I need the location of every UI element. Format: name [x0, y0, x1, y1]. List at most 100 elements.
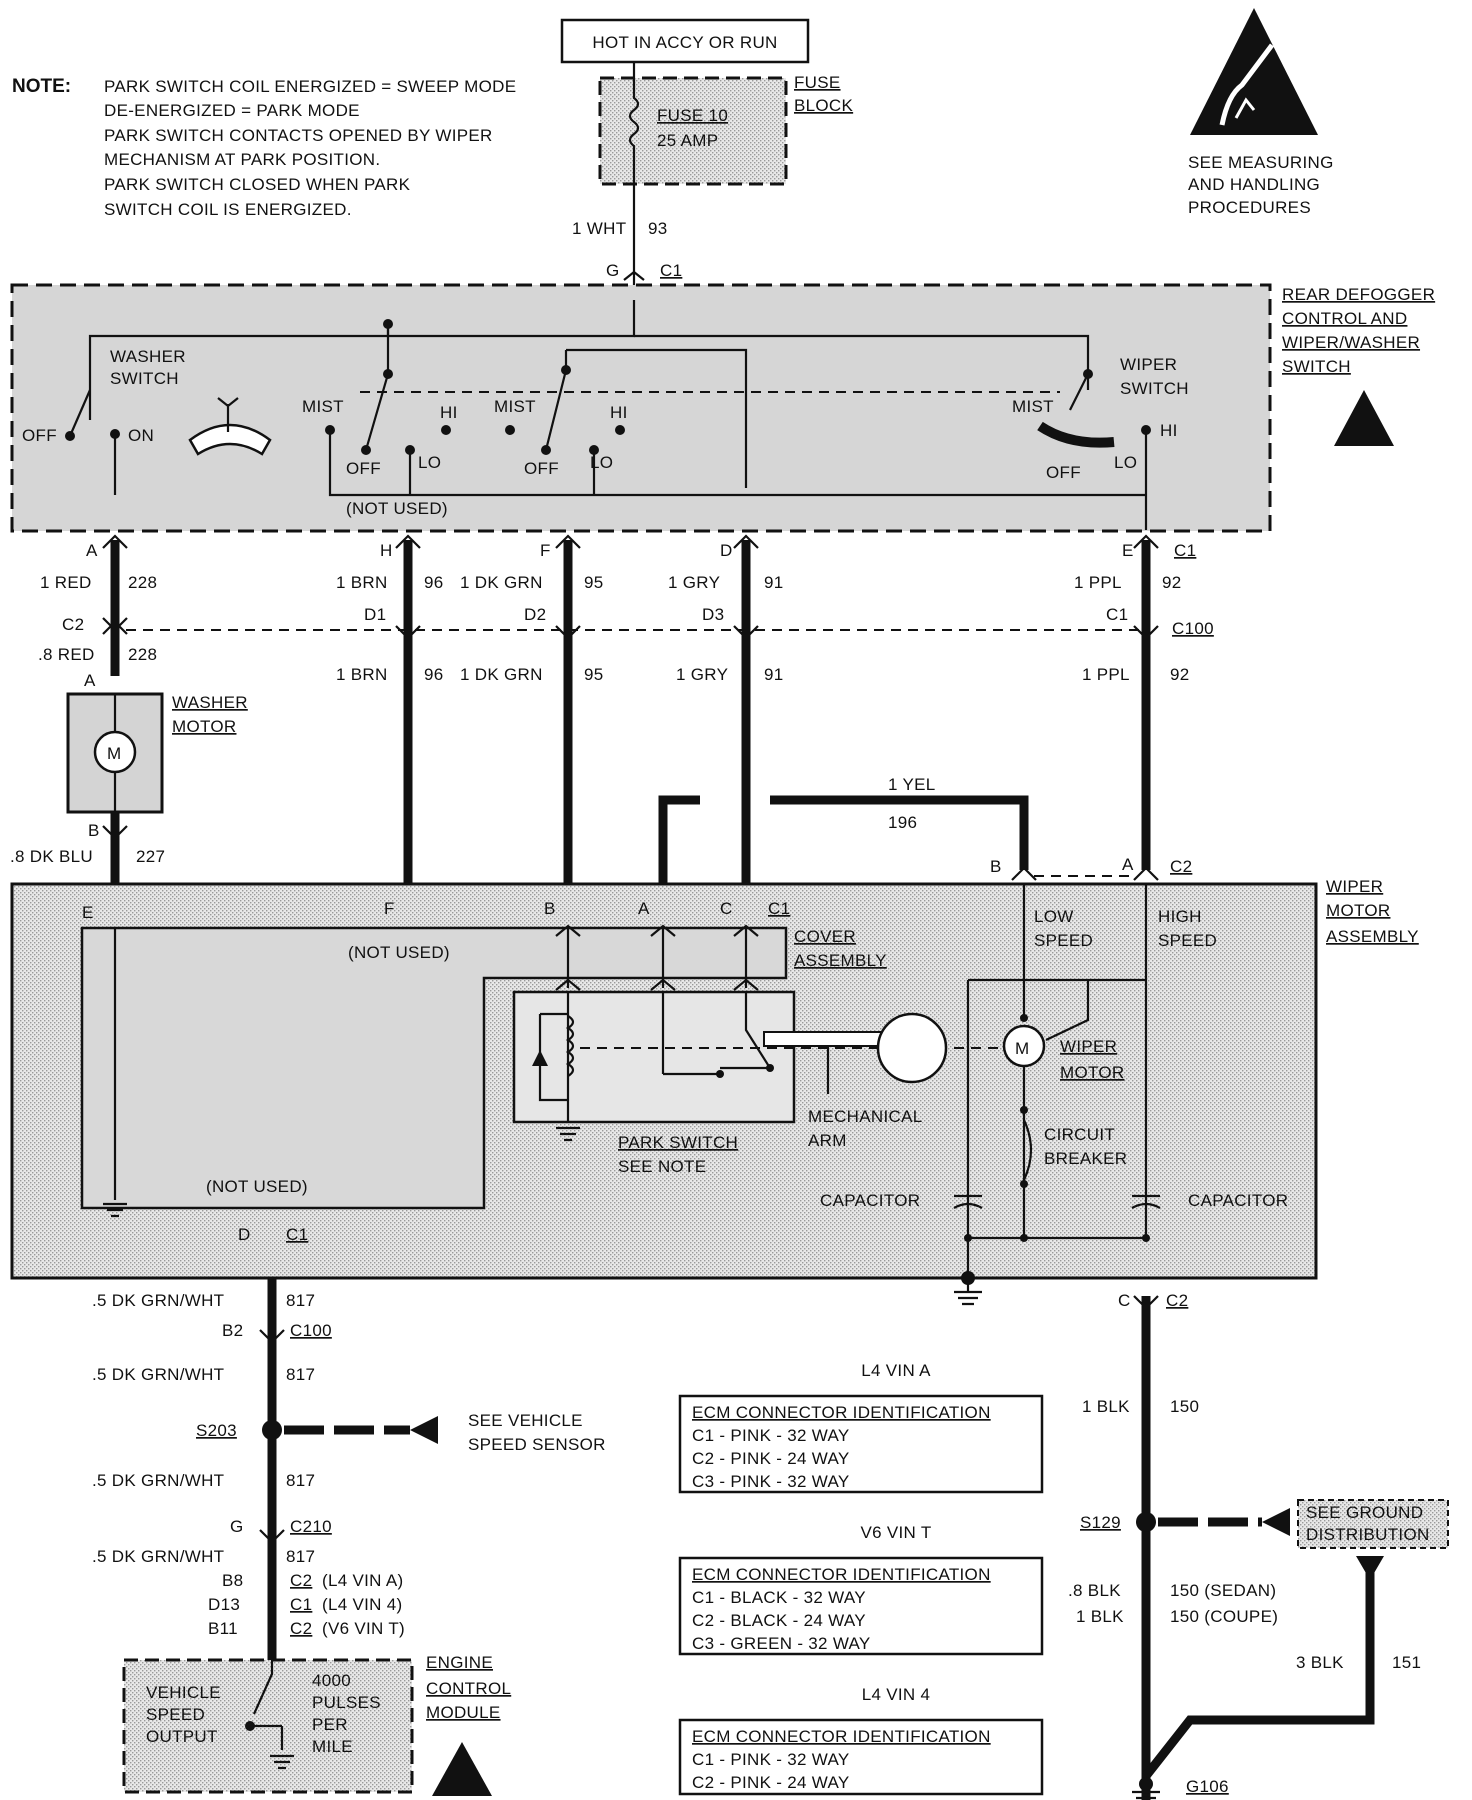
wire-circuit: 91 [764, 573, 784, 592]
circuit-breaker-icon [1023, 1119, 1033, 1181]
fuse-name: FUSE 10 [657, 106, 728, 125]
conn-label: C1 [768, 899, 790, 918]
note-line: PARK SWITCH CONTACTS OPENED BY WIPER [104, 126, 493, 145]
note-line: PARK SWITCH COIL ENERGIZED = SWEEP MODE [104, 77, 516, 96]
switch-pos-off: OFF [1046, 463, 1081, 482]
wire-circuit: 196 [888, 813, 917, 832]
reference-arrow-icon [410, 1416, 438, 1444]
park-switch-label: SEE NOTE [618, 1157, 706, 1176]
wire-color: 1 DK GRN [460, 573, 543, 592]
table-row: C2 - PINK - 24 WAY [692, 1449, 850, 1468]
pin-label: E [1122, 541, 1134, 560]
switch-contacts [65, 319, 1151, 455]
ecm-title: CONTROL [426, 1679, 511, 1698]
esd-warning-icon [1190, 8, 1318, 135]
table-row: C1 - PINK - 32 WAY [692, 1426, 850, 1445]
conn-label: C2 [1166, 1291, 1188, 1310]
table-row: C2 - PINK - 24 WAY [692, 1773, 850, 1792]
wire-circuit: 92 [1170, 665, 1190, 684]
pin-note: (V6 VIN T) [322, 1619, 405, 1638]
pin-label: D [720, 541, 733, 560]
wire-circuit: 96 [424, 573, 444, 592]
wire-circuit: 92 [1162, 573, 1182, 592]
control-title: CONTROL AND [1282, 309, 1407, 328]
wiper-motor-icon [1002, 1024, 1046, 1068]
switch-pos-hi: HI [1160, 421, 1178, 440]
ecm-output-label: OUTPUT [146, 1727, 218, 1746]
table-row: C1 - PINK - 32 WAY [692, 1750, 850, 1769]
relay-coil [565, 1015, 575, 1077]
fuse-block-label: BLOCK [794, 96, 853, 115]
pin-label: C [1118, 1291, 1131, 1310]
switch-pos-off: OFF [524, 459, 559, 478]
wire-labels-top: 1 RED 228 1 BRN 96 1 DK GRN 95 1 GRY 91 … [40, 573, 1182, 592]
ecm-table-l44: L4 VIN 4 ECM CONNECTOR IDENTIFICATION C1… [678, 1685, 1044, 1796]
pin-label: B [544, 899, 556, 918]
motor-symbol: M [1015, 1039, 1029, 1058]
wire-circuit: 228 [128, 645, 157, 664]
wire-color: 1 YEL [888, 775, 936, 794]
capacitor-label: CAPACITOR [820, 1191, 920, 1210]
not-used-region [80, 926, 788, 1210]
note-line: MECHANISM AT PARK POSITION. [104, 150, 380, 169]
switch-pos-mist: MIST [494, 397, 536, 416]
see-vss-label: SEE VEHICLE [468, 1411, 583, 1430]
note-block: NOTE: PARK SWITCH COIL ENERGIZED = SWEEP… [12, 76, 516, 219]
conn-label: C2 [290, 1619, 312, 1638]
splice-label: S203 [196, 1421, 237, 1440]
wire-color: .5 DK GRN/WHT [92, 1547, 224, 1566]
not-used-label: (NOT USED) [206, 1177, 308, 1196]
conn-label: C1 [286, 1225, 308, 1244]
wire-circuit: 151 [1392, 1653, 1421, 1672]
switch-pos-off: OFF [346, 459, 381, 478]
conn-label: C2 [62, 615, 84, 634]
washer-switch-label: WASHER [110, 347, 186, 366]
conn-c1: C1 [660, 261, 682, 280]
ground-ref-box [1297, 1499, 1449, 1549]
source-label: HOT IN ACCY OR RUN [592, 33, 777, 52]
washer-nozzle-icon [188, 423, 272, 456]
high-speed-label: HIGH [1158, 907, 1202, 926]
pin-label: D13 [208, 1595, 240, 1614]
conn-label: C1 [1174, 541, 1196, 560]
wiper-motor-label: MOTOR [1060, 1063, 1124, 1082]
wire-color: 1 BRN [336, 665, 388, 684]
assembly-title: WIPER [1326, 877, 1383, 896]
wire-circuit-93: 93 [648, 219, 668, 238]
washer-switch-label: SWITCH [110, 369, 179, 388]
conn-label: C2 [1170, 857, 1192, 876]
cover-label: COVER [794, 927, 856, 946]
mechanical-arm [763, 1031, 889, 1047]
ecm-table-l4a: L4 VIN A ECM CONNECTOR IDENTIFICATION C1… [678, 1361, 1044, 1494]
motor-icon [93, 730, 137, 774]
switch-pos-lo: LO [1114, 453, 1137, 472]
wire-circuit: 95 [584, 573, 604, 592]
wiper-switch-label: WIPER [1120, 355, 1177, 374]
pin-label: A [1122, 855, 1134, 874]
ground-label: G106 [1186, 1777, 1229, 1796]
note-line: PARK SWITCH CLOSED WHEN PARK [104, 175, 411, 194]
cover-label: ASSEMBLY [794, 951, 887, 970]
control-title: SWITCH [1282, 357, 1351, 376]
table-row: C3 - GREEN - 32 WAY [692, 1634, 871, 1653]
wire-color: 1 PPL [1082, 665, 1130, 684]
wiper-motor-label: WIPER [1060, 1037, 1117, 1056]
pin-label: D1 [364, 605, 386, 624]
wire-circuit: 150 (SEDAN) [1170, 1581, 1276, 1600]
note-line: DE-ENERGIZED = PARK MODE [104, 101, 360, 120]
source-box [560, 18, 810, 64]
wire-circuit: 228 [128, 573, 157, 592]
splice-s129 [1136, 1512, 1156, 1532]
wire-color: .8 DK BLU [10, 847, 93, 866]
table-row: C3 - PINK - 32 WAY [692, 1472, 850, 1491]
pin-label: D2 [524, 605, 546, 624]
wire-circuit: 91 [764, 665, 784, 684]
wire-color: 1 DK GRN [460, 665, 543, 684]
assembly-title: MOTOR [1326, 901, 1390, 920]
switch-pos-lo: LO [590, 453, 613, 472]
park-switch-box [512, 990, 796, 1124]
wire-circuit: 817 [286, 1365, 315, 1384]
wire-color: 1 GRY [676, 665, 728, 684]
capacitor-label: CAPACITOR [1188, 1191, 1288, 1210]
pin-note: (L4 VIN 4) [322, 1595, 402, 1614]
